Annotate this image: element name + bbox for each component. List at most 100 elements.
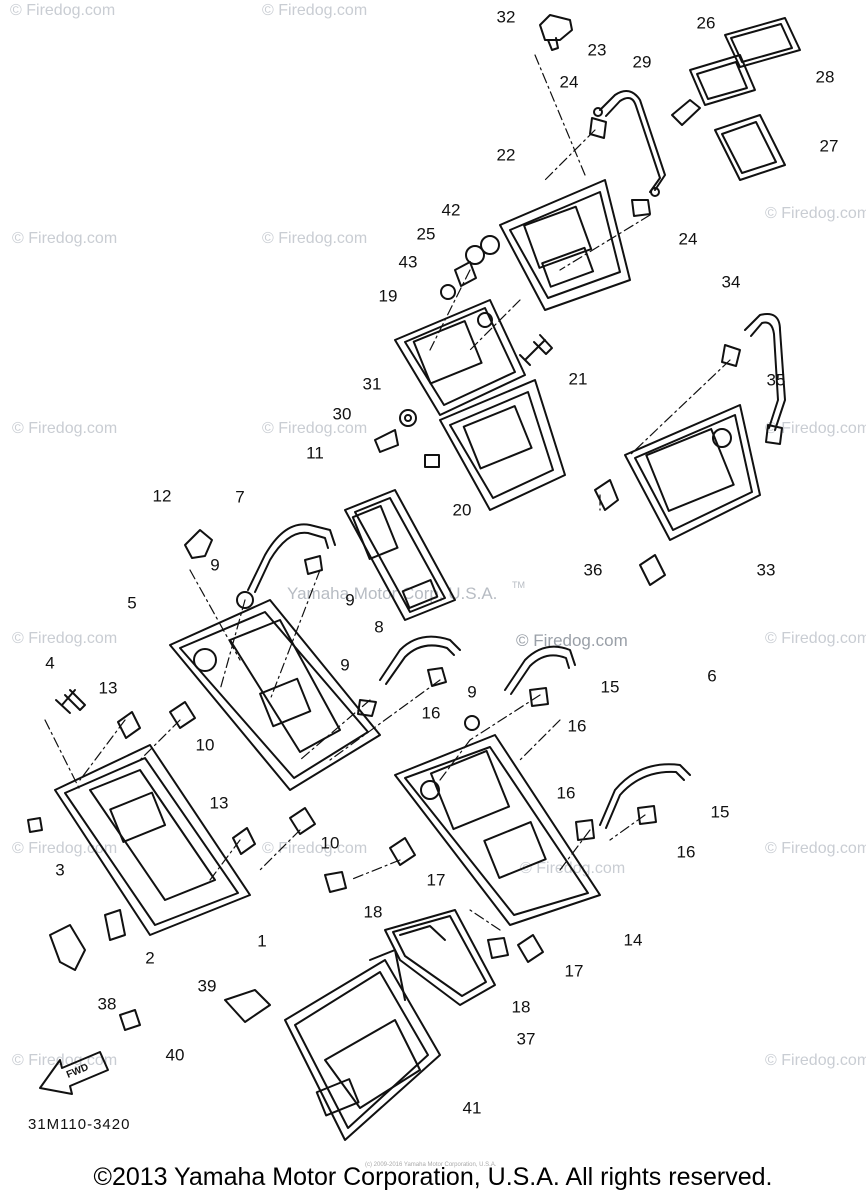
part-15-harness (504, 645, 691, 829)
part-1-base-housing (54, 744, 251, 936)
callout-39: 39 (197, 976, 217, 996)
part-42-25-43-small (440, 235, 500, 300)
part-18-socket (487, 937, 509, 959)
callout-40: 40 (165, 1045, 185, 1065)
callout-6: 6 (707, 666, 717, 686)
callout-12: 12 (152, 486, 172, 506)
copyright-footer: ©2013 Yamaha Motor Corporation, U.S.A. A… (93, 1163, 773, 1191)
callout-18: 18 (363, 902, 383, 922)
part-17-bulb (517, 934, 544, 963)
callout-24: 24 (678, 229, 698, 249)
part-13-bulb (232, 827, 256, 855)
callout-5: 5 (127, 593, 137, 613)
callout-17: 17 (564, 961, 584, 981)
part-40-clip (119, 1009, 141, 1031)
callout-9: 9 (210, 555, 220, 575)
part-10-bulb (169, 701, 196, 729)
callout-41: 41 (462, 1098, 482, 1118)
part-4-screw (55, 689, 86, 714)
tiny-credit: (c) 2009-2016 Yamaha Motor Corporation, … (365, 1162, 497, 1168)
callout-30: 30 (332, 404, 352, 424)
part-7-harness (236, 523, 336, 609)
callout-22: 22 (496, 145, 516, 165)
part-16-grommet (464, 715, 480, 731)
callout-28: 28 (815, 67, 835, 87)
callout-24: 24 (559, 72, 579, 92)
callout-15: 15 (600, 677, 620, 697)
watermark: © Firedog.com (12, 230, 118, 247)
part-16-grommet (529, 687, 549, 707)
callout-25: 25 (416, 224, 436, 244)
watermark: © Firedog.com (262, 230, 368, 247)
callout-18: 18 (511, 997, 531, 1017)
part-8-harness (357, 635, 461, 717)
callout-13: 13 (209, 793, 229, 813)
part-39-bracket (224, 989, 271, 1023)
watermark: © Firedog.com (262, 420, 368, 437)
part-19-cover (394, 299, 526, 416)
watermark: © Firedog.com (12, 420, 118, 437)
part-13-bulb (117, 711, 141, 739)
part-30-31-20 (374, 409, 440, 468)
part-24-socket (589, 117, 607, 139)
callout-7: 7 (235, 487, 245, 507)
callout-38: 38 (97, 994, 117, 1014)
fwd-arrow: FWD (39, 1051, 109, 1095)
callout-20: 20 (452, 500, 472, 520)
part-34-harness (721, 313, 786, 445)
callout-35: 35 (766, 370, 786, 390)
part-36-bulb (639, 554, 666, 586)
part-19-lower-housing (439, 379, 566, 511)
part-18-socket (324, 871, 347, 893)
watermark: © Firedog.com (12, 630, 118, 647)
callout-19: 19 (378, 286, 398, 306)
part-21-screw (519, 334, 553, 366)
callout-9: 9 (340, 655, 350, 675)
part-36-bulb (594, 479, 619, 511)
callout-43: 43 (398, 252, 418, 272)
part-17-bulb (389, 837, 416, 866)
watermark-mid: © Firedog.com (516, 631, 628, 650)
part-29-clip (671, 99, 701, 126)
part-5-main-housing (169, 599, 381, 791)
part-16-grommet (575, 819, 595, 841)
watermark: © Firedog.com (262, 840, 368, 857)
drawing-code: 31M110-3420 (28, 1116, 131, 1133)
callout-42: 42 (441, 200, 461, 220)
watermark: © Firedog.com (765, 205, 866, 222)
callout-16: 16 (676, 842, 696, 862)
trademark-mark: TM (512, 580, 525, 590)
callout-34: 34 (721, 272, 741, 292)
callout-31: 31 (362, 374, 382, 394)
callout-14: 14 (623, 930, 643, 950)
watermark: © Firedog.com (765, 840, 866, 857)
callout-16: 16 (421, 703, 441, 723)
callout-36: 36 (583, 560, 603, 580)
part-16-grommet (637, 805, 657, 825)
part-41-bracket (284, 949, 441, 1141)
callout-9: 9 (345, 590, 355, 610)
callout-4: 4 (45, 653, 55, 673)
part-23-harness (593, 90, 666, 197)
callout-3: 3 (55, 860, 65, 880)
callout-27: 27 (819, 136, 839, 156)
callout-29: 29 (632, 52, 652, 72)
callout-8: 8 (374, 617, 384, 637)
part-37-cover (384, 909, 496, 1006)
watermark: © Firedog.com (765, 1052, 866, 1069)
callout-2: 2 (145, 948, 155, 968)
watermark: © Firedog.com (765, 420, 866, 437)
callout-32: 32 (496, 7, 516, 27)
callout-15: 15 (710, 802, 730, 822)
part-26-28-27-lenses (689, 17, 801, 181)
watermark: © Firedog.com (765, 630, 866, 647)
part-14-housing (394, 734, 601, 926)
watermark: © Firedog.com (262, 2, 368, 19)
part-32-bulb (539, 14, 573, 51)
callout-10: 10 (195, 735, 215, 755)
callout-11: 11 (306, 443, 324, 463)
watermark: © Firedog.com (10, 2, 116, 19)
part-2-clip (104, 909, 126, 941)
callout-9: 9 (467, 682, 477, 702)
